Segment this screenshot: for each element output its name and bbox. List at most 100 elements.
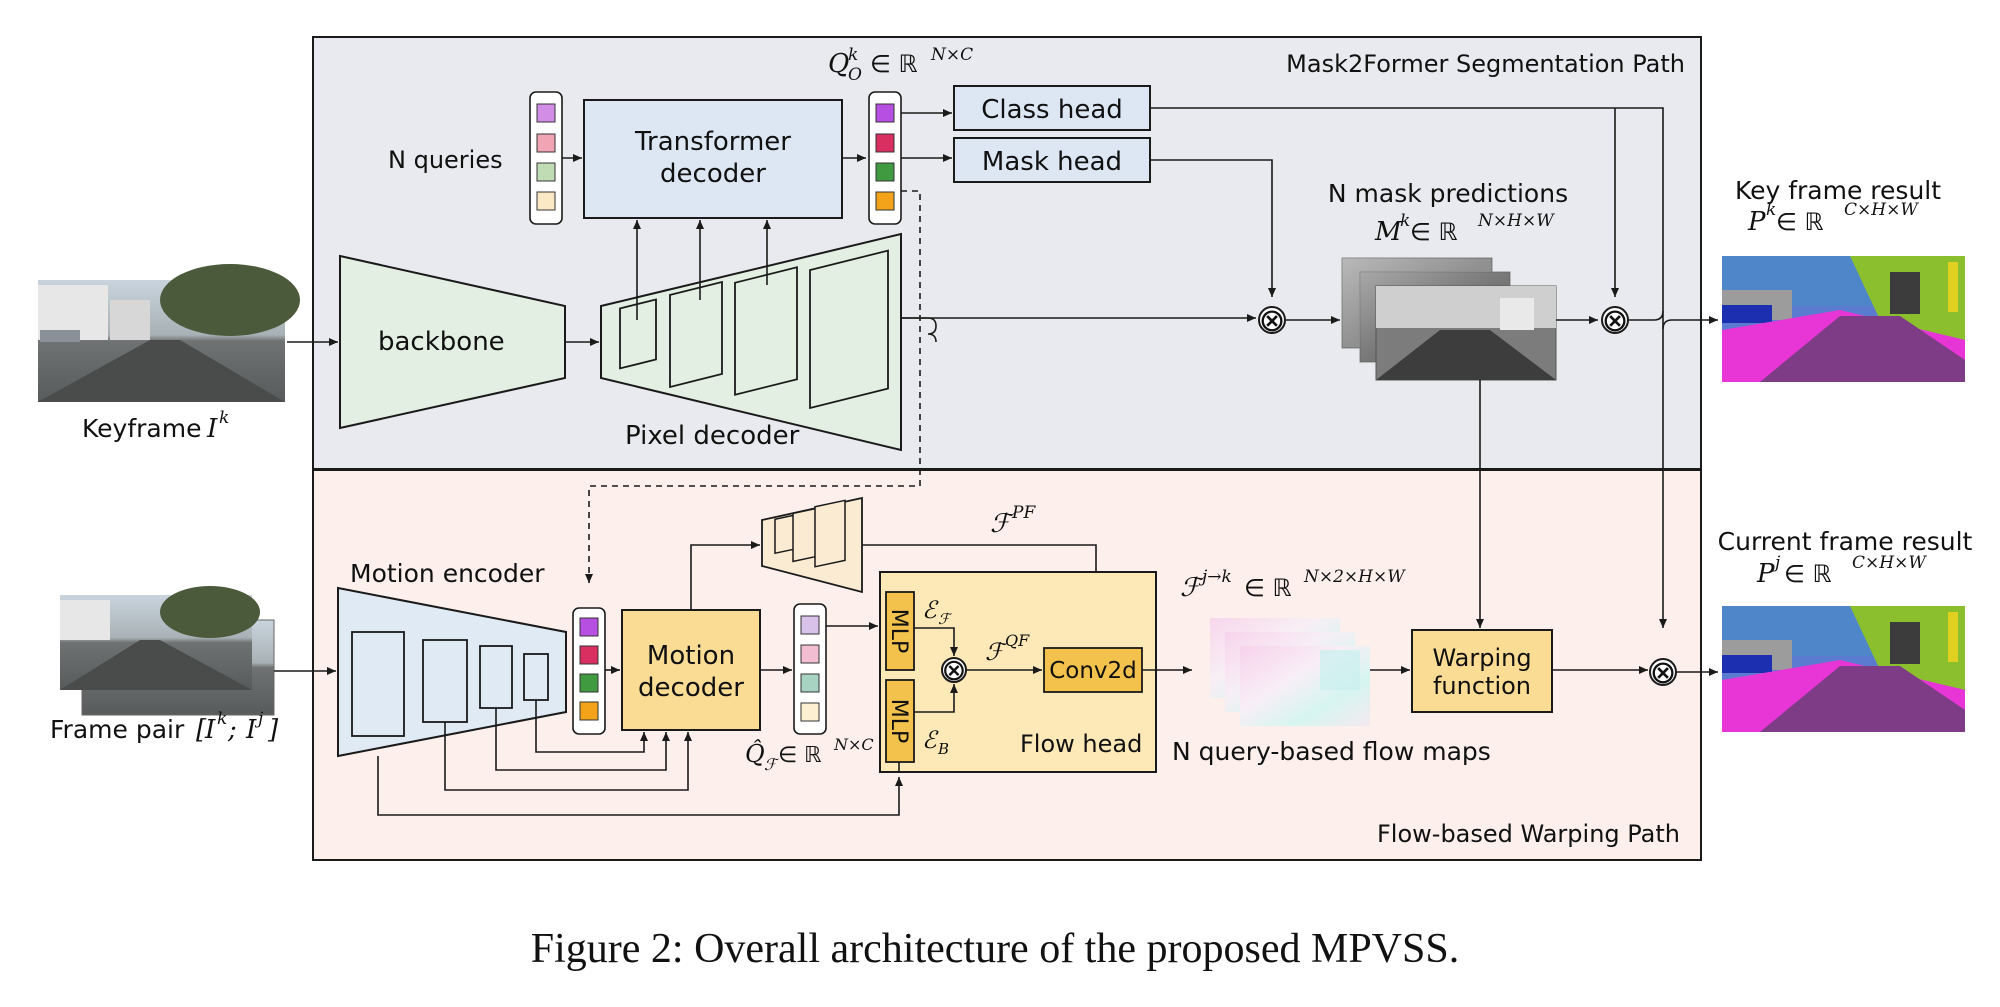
transformer-decoder-box — [583, 99, 843, 219]
key-frame-result-dim: ∈ ℝ — [1776, 208, 1824, 236]
mask-predictions-dim-sup: N×H×W — [1477, 211, 1555, 231]
mask-prediction-stack — [1341, 257, 1557, 381]
pixel-feature-map — [619, 298, 657, 370]
mask-predictions-dim: ∈ ℝ — [1410, 218, 1458, 246]
flow-maps-label: N query-based flow maps — [1172, 737, 1491, 766]
keyframe-label: Keyframe — [82, 414, 201, 443]
current-frame-result-sup: j — [1771, 553, 1781, 573]
keyframe-symbol: I — [206, 414, 218, 444]
class-head-label: Class head — [981, 95, 1123, 125]
frame-pair-label: Frame pair — [50, 715, 185, 744]
fqf-sup: QF — [1005, 631, 1030, 650]
query-token — [536, 103, 556, 123]
class-head-box — [953, 85, 1151, 131]
query-transfer-dashed — [585, 190, 921, 583]
mask-head-box — [953, 137, 1151, 183]
qf-sub: ℱ — [764, 755, 780, 774]
query-token — [875, 191, 895, 211]
keyframe-image — [38, 264, 300, 402]
query-stack-flow — [793, 603, 827, 735]
frame-pair-j: j — [254, 709, 264, 729]
pixel-feature-map — [809, 249, 889, 410]
figure-caption: Figure 2: Overall architecture of the pr… — [531, 926, 1459, 972]
fqf-symbol: ℱ — [985, 638, 1008, 666]
query-token — [875, 103, 895, 123]
motion-encoder-label: Motion encoder — [350, 559, 545, 588]
q0-sup: k — [848, 45, 858, 65]
segmentation-path-label: Mask2Former Segmentation Path — [1286, 50, 1685, 78]
q0-symbol: Q — [828, 49, 849, 79]
multiply-operator: ⊗ — [941, 653, 966, 688]
query-token — [800, 673, 820, 693]
pixel-feature-map — [734, 266, 798, 396]
current-frame-result-title: Current frame result — [1718, 527, 1973, 556]
frame-pair-open: [ — [196, 715, 207, 745]
encoder-feature-map — [523, 653, 549, 701]
flow-dim: ∈ ℝ — [1244, 574, 1292, 602]
flow-maps-stack — [1210, 618, 1370, 726]
encoder-feature-map — [422, 639, 468, 723]
frame-pair-i1: I — [204, 715, 216, 745]
frame-pair-sep: ; — [227, 715, 237, 745]
ef-sub: ℱ — [938, 610, 953, 628]
query-token — [800, 615, 820, 635]
mlp-label-bottom: MLP — [886, 699, 911, 744]
eb-sub: B — [937, 740, 949, 758]
mask-predictions-symbol: M — [1374, 217, 1403, 247]
eb-symbol: ℰ — [922, 726, 939, 754]
qf-dim-sup: N×C — [833, 735, 874, 754]
transformer-decoder-label-line2: decoder — [660, 159, 766, 189]
multiply-operator: ⊗ — [1259, 301, 1286, 339]
warping-function-label-line1: Warping — [1432, 644, 1531, 672]
n-queries-label: N queries — [388, 146, 503, 174]
query-token — [579, 617, 599, 637]
encoder-feature-map — [479, 645, 513, 709]
q0-dim-sup: N×C — [930, 45, 973, 65]
mask-predictions-sup: k — [1400, 211, 1410, 231]
current-frame-result-symbol: P — [1756, 559, 1775, 589]
key-frame-segmentation-image — [1722, 256, 1965, 382]
query-token — [800, 702, 820, 722]
mask-predictions-title: N mask predictions — [1328, 179, 1568, 208]
flow-sup: j→k — [1198, 567, 1232, 587]
keyframe-sup: k — [219, 408, 229, 428]
transformer-decoder-label-line1: Transformer — [634, 127, 791, 157]
qf-dim: ∈ ℝ — [778, 743, 822, 768]
encoder-feature-map — [351, 631, 405, 737]
qf-symbol: Q̂ — [745, 740, 765, 768]
frame-pair-image — [60, 586, 275, 716]
q0-dim: ∈ ℝ — [870, 50, 918, 78]
key-frame-result-sup: k — [1766, 200, 1776, 220]
backbone-label: backbone — [378, 327, 505, 357]
query-token — [800, 644, 820, 664]
fpf-sup: PF — [1011, 503, 1036, 523]
q0-sub: O — [848, 65, 862, 85]
ef-symbol: ℰ — [922, 596, 939, 624]
pixel-feature-map — [669, 280, 723, 389]
query-token — [875, 162, 895, 182]
key-frame-result-title: Key frame result — [1735, 176, 1941, 205]
query-token — [536, 191, 556, 211]
conv2d-label: Conv2d — [1049, 658, 1137, 684]
motion-decoder-label-line1: Motion — [647, 641, 735, 671]
multiply-operator: ⊗ — [1602, 301, 1629, 339]
current-frame-result-dim-sup: C×H×W — [1852, 553, 1927, 573]
warping-function-label-line2: function — [1433, 672, 1531, 700]
key-frame-result-dim-sup: C×H×W — [1844, 200, 1919, 220]
pixel-decoder-label: Pixel decoder — [625, 421, 800, 451]
multiply-operator: ⊗ — [1650, 653, 1677, 691]
warping-path-label: Flow-based Warping Path — [1377, 820, 1680, 848]
current-frame-segmentation-image — [1722, 606, 1965, 732]
frame-pair-k: k — [217, 709, 227, 729]
mlp-box-bottom — [885, 679, 915, 763]
conv2d-box — [1043, 647, 1143, 693]
query-token — [536, 162, 556, 182]
flow-head-label: Flow head — [1020, 730, 1142, 758]
query-token — [536, 133, 556, 153]
mask-head-label: Mask head — [982, 147, 1122, 177]
query-token — [875, 133, 895, 153]
query-token — [579, 645, 599, 665]
query-token — [579, 673, 599, 693]
key-frame-result-symbol: P — [1747, 207, 1766, 237]
